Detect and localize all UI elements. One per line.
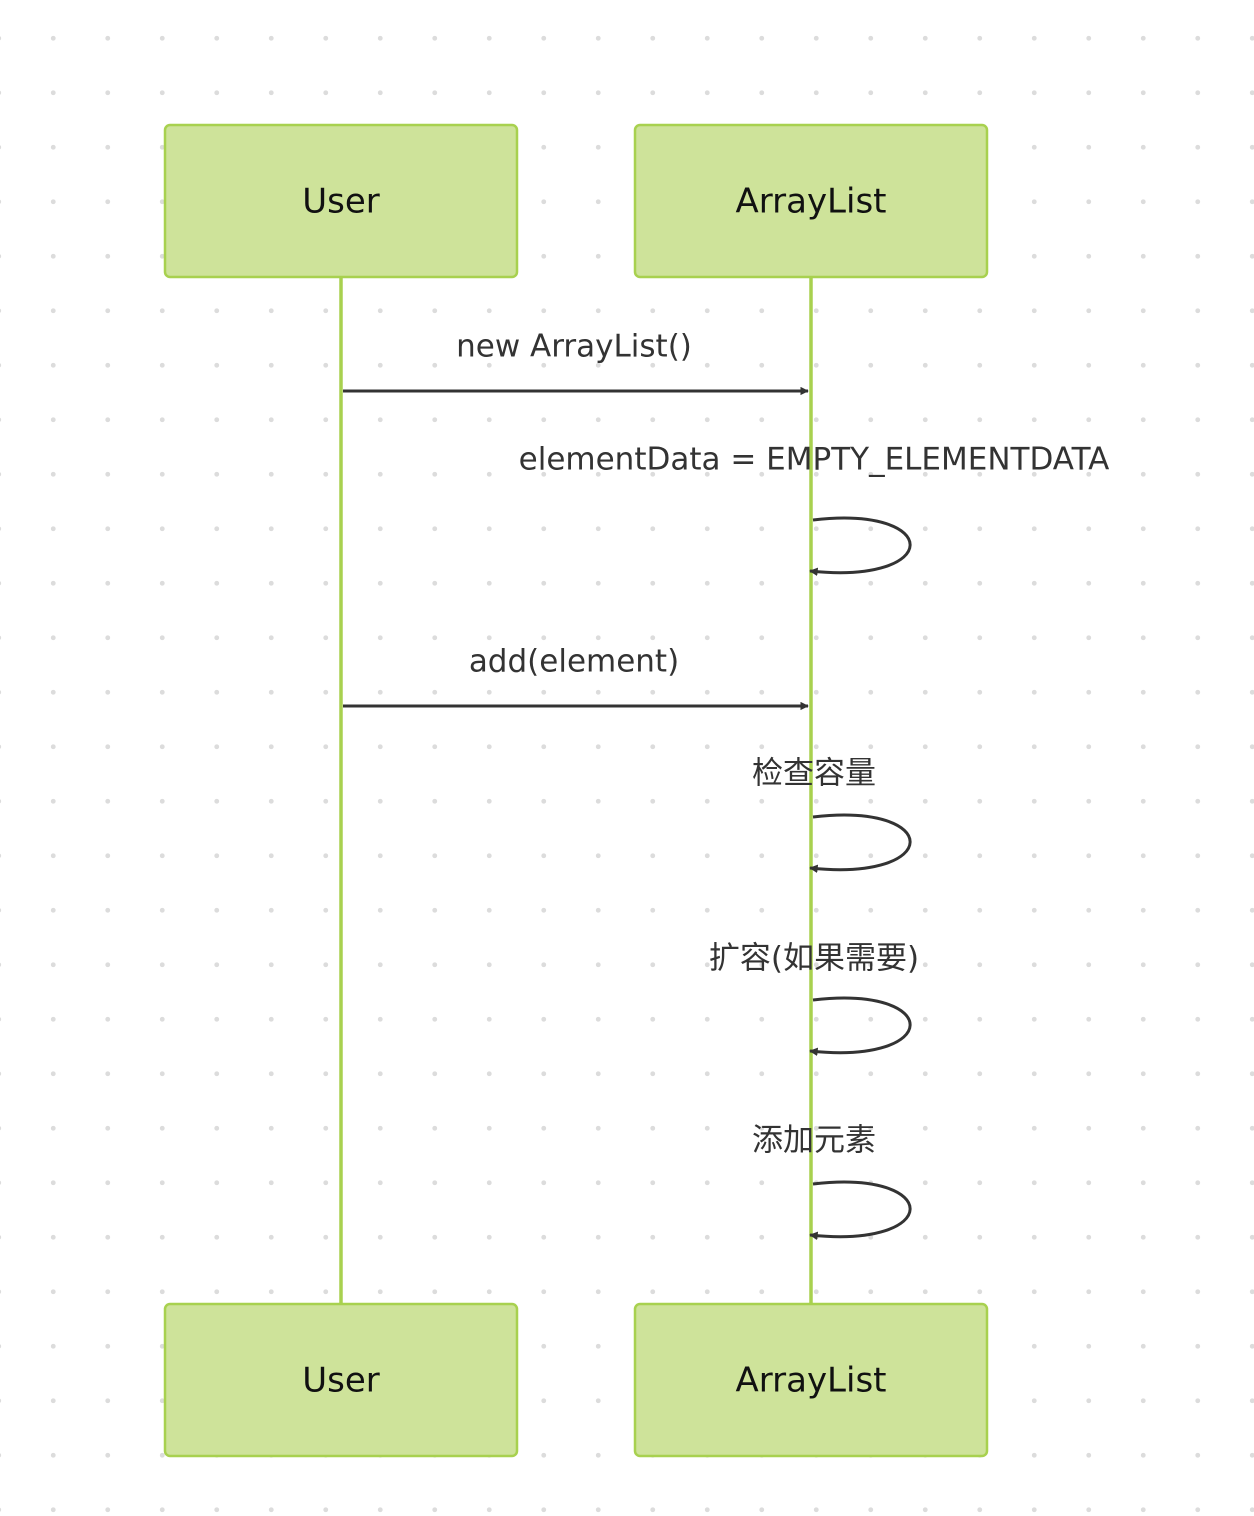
message-check-capacity-label: 检查容量 — [752, 756, 876, 792]
message-grow-label: 扩容(如果需要) — [709, 941, 919, 977]
actor-arraylist-top: ArrayList — [633, 123, 989, 279]
message-grow-arrow — [809, 996, 912, 1057]
actor-user-bottom-label: User — [302, 1361, 380, 1401]
message-append-element: 添加元素 — [752, 1123, 912, 1241]
actor-arraylist-bottom: ArrayList — [633, 1302, 989, 1458]
message-check-capacity: 检查容量 — [752, 756, 912, 874]
message-append-element-arrow — [809, 1180, 912, 1241]
message-add-element-label: add(element) — [469, 644, 679, 680]
message-init-elementdata: elementData = EMPTY_ELEMENTDATA — [519, 442, 1110, 577]
message-init-elementdata-arrow — [809, 516, 912, 577]
message-grow: 扩容(如果需要) — [709, 941, 919, 1057]
actor-user-top: User — [163, 123, 519, 279]
actor-user-top-label: User — [302, 182, 380, 222]
message-add-element: add(element) — [343, 644, 809, 711]
actor-arraylist-bottom-label: ArrayList — [735, 1361, 886, 1401]
actor-user-bottom: User — [163, 1302, 519, 1458]
actor-arraylist-top-label: ArrayList — [735, 182, 886, 222]
message-append-element-label: 添加元素 — [752, 1123, 876, 1159]
message-new-arraylist-label: new ArrayList() — [456, 329, 692, 365]
message-new-arraylist: new ArrayList() — [343, 329, 809, 396]
message-init-elementdata-label: elementData = EMPTY_ELEMENTDATA — [519, 442, 1110, 478]
message-check-capacity-arrow — [809, 813, 912, 874]
